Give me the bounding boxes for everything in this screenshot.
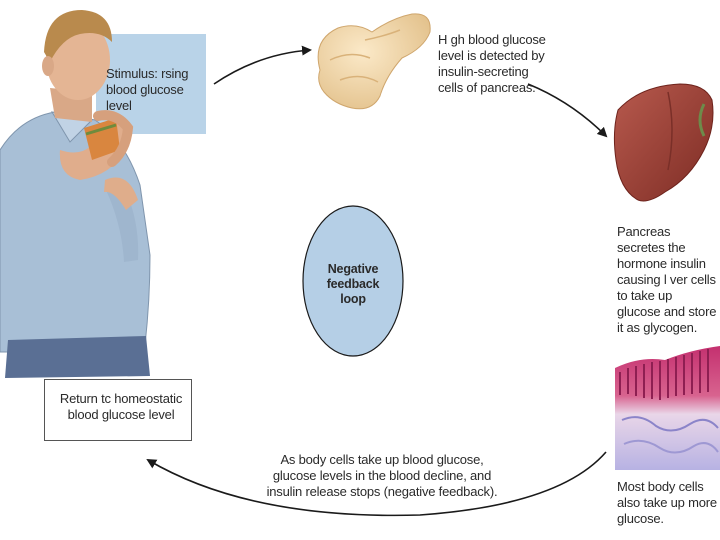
arrow-stimulus-to-pancreas (213, 45, 312, 85)
return-box (44, 379, 192, 441)
loop-ellipse (302, 205, 404, 357)
arrow-cells-to-return (146, 451, 607, 517)
person-eating-illustration (0, 10, 151, 378)
return-label: Return tc homeostatic blood glucose leve… (59, 391, 183, 422)
decline-label: As body cells take up blood glucose, glu… (266, 452, 498, 499)
center-loop-label: Negative feedback loop (326, 262, 380, 306)
secretion-label: Pancreas secretes the hormone insulin ca… (617, 224, 717, 335)
liver-illustration (613, 83, 714, 202)
arrow-pancreas-to-liver (527, 83, 608, 138)
detection-label: H gh blood glucose level is detected by … (438, 32, 546, 95)
body-cells-tissue-illustration (615, 346, 720, 470)
body-cells-label: Most body cells also take up more glucos… (617, 479, 717, 526)
pancreas-illustration (317, 13, 431, 110)
stimulus-label: Stimulus: rsing blood glucose level (106, 66, 189, 113)
